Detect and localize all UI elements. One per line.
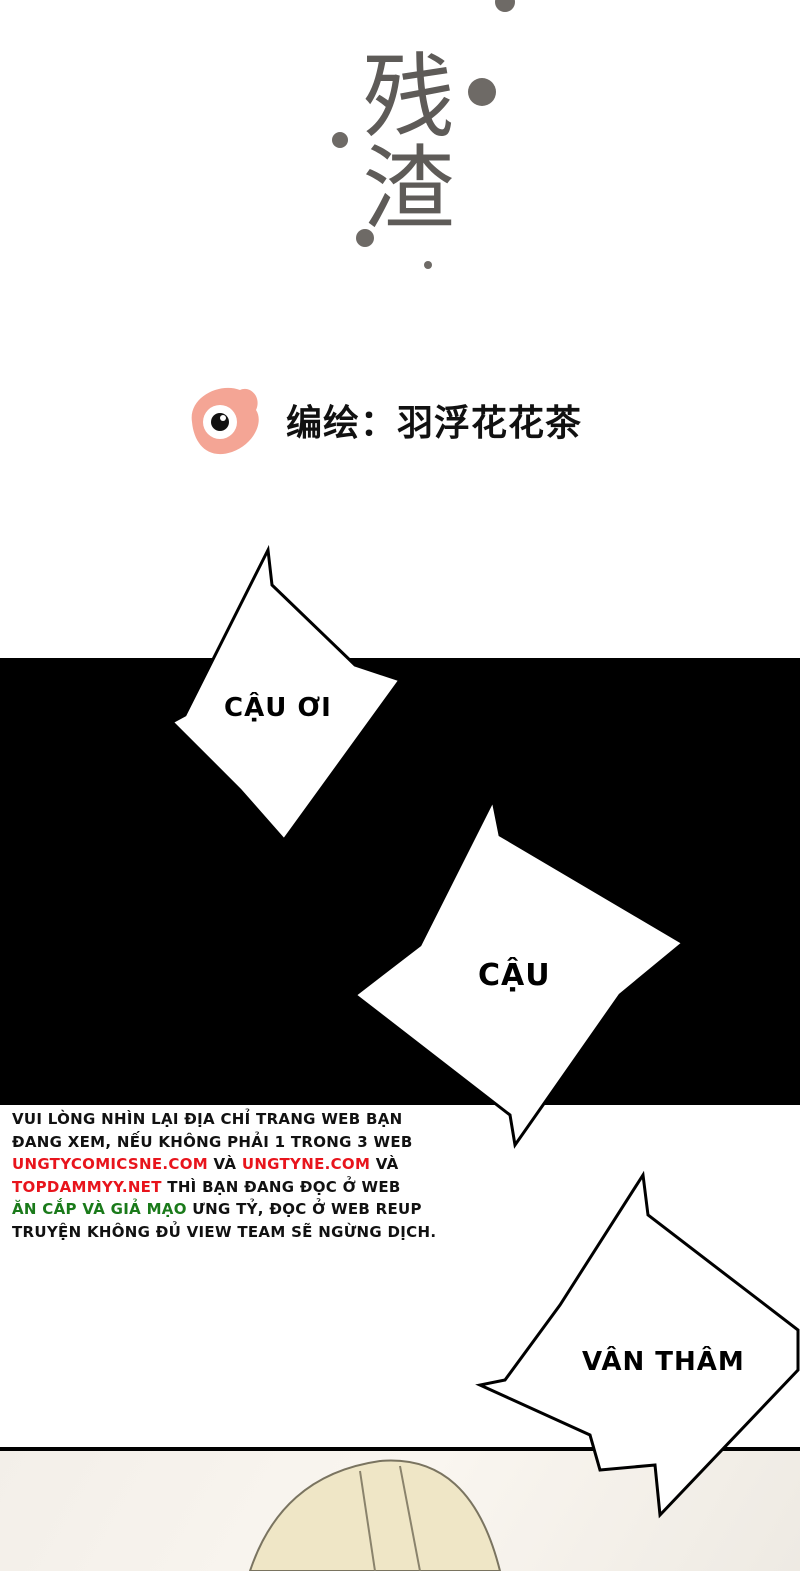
notice-text: THÌ BẠN ĐANG ĐỌC Ở WEB: [161, 1177, 401, 1196]
ink-dots: [332, 0, 515, 269]
notice-line: TRUYỆN KHÔNG ĐỦ VIEW TEAM SẼ NGỪNG DỊCH.: [12, 1222, 437, 1241]
credit-text: 编绘：羽浮花花茶: [286, 403, 583, 444]
notice-text: ƯNG TỶ, ĐỌC Ở WEB REUP: [186, 1200, 422, 1218]
speech-bubble-3: [475, 1170, 800, 1519]
notice-and: VÀ: [370, 1155, 399, 1173]
notice-line: VUI LÒNG NHÌN LẠI ĐỊA CHỈ TRANG WEB BẠN: [12, 1110, 403, 1128]
speech-bubble-1: [169, 544, 403, 843]
site-link-2[interactable]: UNGTYNE.COM: [241, 1155, 371, 1173]
site-link-3[interactable]: TOPDAMMYY.NET: [12, 1177, 162, 1196]
comic-title: 残渣: [330, 20, 470, 260]
notice-line: ĐANG XEM, NẾU KHÔNG PHẢI 1 TRONG 3 WEB: [12, 1132, 413, 1151]
credit-line: 编绘：羽浮花花茶: [180, 380, 582, 460]
character-hair: [248, 1459, 502, 1572]
bubble-text-2: CẬU: [478, 958, 551, 993]
speech-bubble-2: [352, 795, 686, 1149]
bubble-text-1: CẬU ƠI: [224, 693, 332, 723]
bubble-text-3: VÂN THÂM: [582, 1347, 745, 1377]
notice-and: VÀ: [207, 1155, 242, 1173]
site-link-1[interactable]: UNGTYCOMICSNE.COM: [12, 1155, 208, 1173]
notice-warning: ĂN CẮP VÀ GIẢ MẠO: [12, 1200, 187, 1218]
weibo-eye-icon: [191, 387, 259, 455]
site-notice: VUI LÒNG NHÌN LẠI ĐỊA CHỈ TRANG WEB BẠN …: [12, 1108, 436, 1243]
title-glyphs: 残渣: [347, 48, 454, 232]
